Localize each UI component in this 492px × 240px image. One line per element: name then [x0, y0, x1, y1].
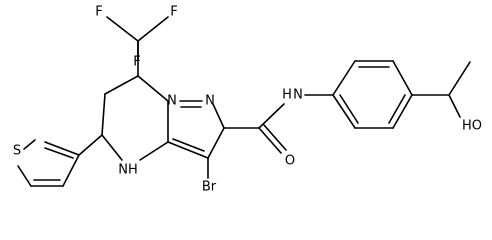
bromine-label: Br [202, 180, 217, 195]
hydroxyethyl-group [411, 61, 471, 118]
trifluoromethyl-group [106, 16, 169, 77]
nh-label: NH [118, 163, 138, 178]
amide-n-label: N [293, 88, 303, 103]
phenyl-ring [332, 60, 413, 129]
nitrogen-label: N [205, 94, 215, 109]
tetrahydropyrimidine-ring [78, 75, 169, 161]
molecule-structure-diagram: F F F N N NH H N S O Br HO [13, 5, 482, 195]
hydroxyl-label: HO [462, 119, 482, 134]
nitrogen-label: N [167, 94, 177, 109]
amide-h-label: H [282, 88, 292, 103]
oxygen-label: O [285, 154, 295, 169]
fluorine-label: F [170, 5, 177, 20]
sulfur-label: S [13, 144, 21, 159]
amide-group [223, 94, 334, 154]
thiophene-ring [17, 139, 80, 187]
fluorine-label: F [95, 5, 102, 20]
pyrazole-ring [167, 100, 225, 159]
fluorine-label: F [133, 55, 140, 70]
